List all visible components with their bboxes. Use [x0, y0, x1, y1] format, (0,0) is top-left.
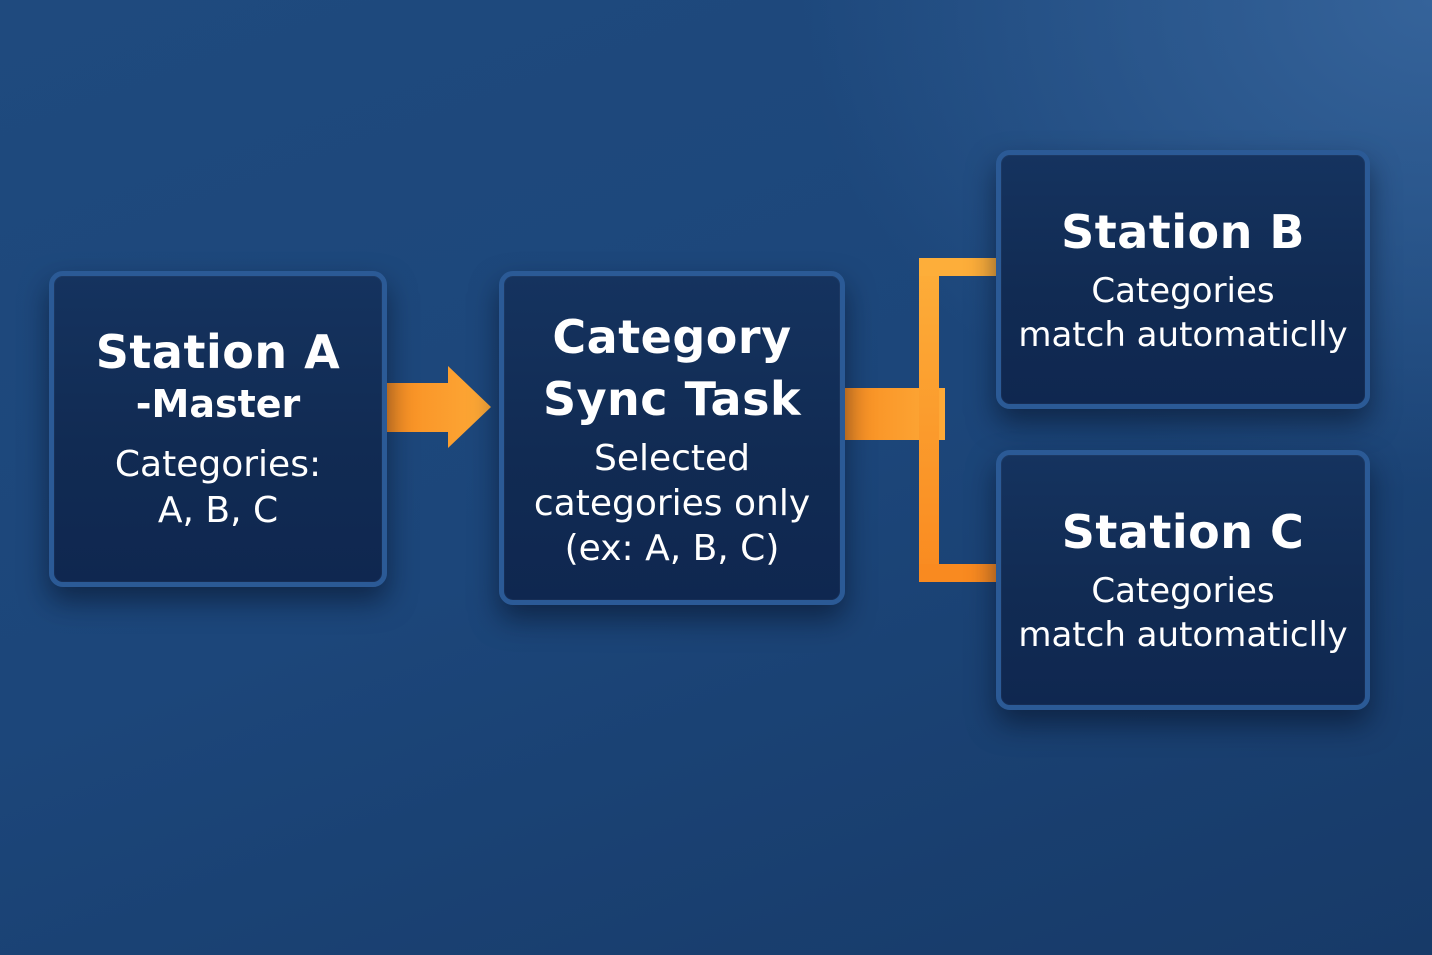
- arrow-a-to-sync: [387, 366, 491, 448]
- station-b-line2: match automaticlly: [1018, 314, 1348, 355]
- station-c-box: Station C Categories match automaticlly: [996, 450, 1370, 710]
- station-c-title: Station C: [1061, 505, 1305, 559]
- station-a-box: Station A -Master Categories: A, B, C: [49, 271, 387, 587]
- station-a-title: Station A: [95, 325, 341, 379]
- connector-bracket-vertical: [919, 258, 939, 582]
- sync-task-line1: Selected: [593, 437, 751, 479]
- station-a-categories-label: Categories:: [114, 444, 322, 485]
- sync-task-line2: categories only: [533, 482, 811, 524]
- sync-task-title-line2: Sync Task: [542, 371, 802, 426]
- connector-branch-b: [919, 258, 999, 276]
- station-a-categories-value: A, B, C: [157, 490, 279, 531]
- station-a-subtitle: -Master: [135, 382, 301, 426]
- station-c-line2: match automaticlly: [1018, 615, 1348, 655]
- sync-task-line3: (ex: A, B, C): [564, 527, 780, 569]
- station-b-title: Station B: [1061, 204, 1305, 259]
- sync-task-title-line1: Category: [552, 309, 792, 364]
- station-c-line1: Categories: [1091, 571, 1275, 611]
- station-b-box: Station B Categories match automaticlly: [996, 150, 1370, 409]
- station-b-line1: Categories: [1091, 270, 1275, 311]
- category-sync-task-box: Category Sync Task Selected categories o…: [499, 271, 845, 605]
- connector-branch-c: [919, 564, 999, 582]
